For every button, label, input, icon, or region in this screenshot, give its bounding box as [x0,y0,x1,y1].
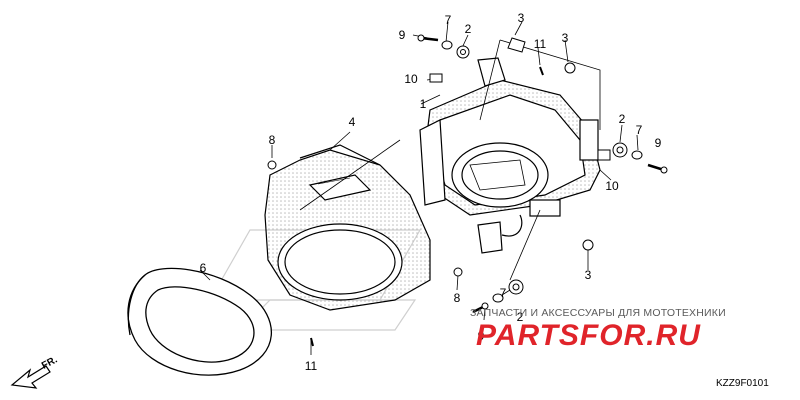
callout-11-bottom: 11 [304,359,318,373]
callout-7-bottom: 7 [499,286,507,300]
callout-3-bottom: 3 [584,268,592,282]
callout-1: 1 [419,97,427,111]
headlight-cover [264,144,431,311]
headlight-unit [419,57,601,254]
callout-10-top: 10 [404,72,418,86]
washer-7-top [441,40,453,50]
clip-10-top [429,73,443,83]
washer-7-bottom [492,293,504,303]
callout-9-top: 9 [398,28,406,42]
callout-9-bottom: 9 [477,329,485,343]
callout-8-lower: 8 [453,291,461,305]
headlight-rim [127,267,273,376]
grommet-2-top [456,45,470,59]
clip-10-right [597,149,611,161]
nut-3-bottom [582,239,594,251]
screw-8-lower [453,267,463,277]
diagram-code: KZZ9F0101 [716,378,769,389]
callout-8-upper: 8 [268,133,276,147]
callout-11-top: 11 [533,37,547,51]
washer-7-right [631,150,643,160]
callout-6: 6 [199,261,207,275]
nut-3-right [564,62,576,74]
callout-3-right: 3 [561,31,569,45]
callout-10-right: 10 [605,179,619,193]
watermark-subtitle: ЗАПЧАСТИ И АКСЕССУАРЫ ДЛЯ МОТОТЕХНИКИ [470,307,726,319]
callout-2-top: 2 [464,22,472,36]
front-arrow-icon [10,365,51,389]
callout-2-right: 2 [618,112,626,126]
screw-11-bottom [310,337,314,347]
grommet-2-right [612,142,628,158]
hardware [267,34,668,347]
screw-11-top [539,66,544,76]
screw-8-upper [267,160,277,170]
callout-7-right: 7 [635,123,643,137]
callout-9-right: 9 [654,136,662,150]
watermark-brand: PARTSFOR.RU [476,319,701,352]
nut-3-top [507,37,526,53]
callout-4: 4 [348,115,356,129]
callout-3-top: 3 [517,11,525,25]
callout-2-bottom: 2 [516,310,524,324]
grommet-2-bottom [508,279,524,295]
callout-7-top: 7 [444,13,452,27]
